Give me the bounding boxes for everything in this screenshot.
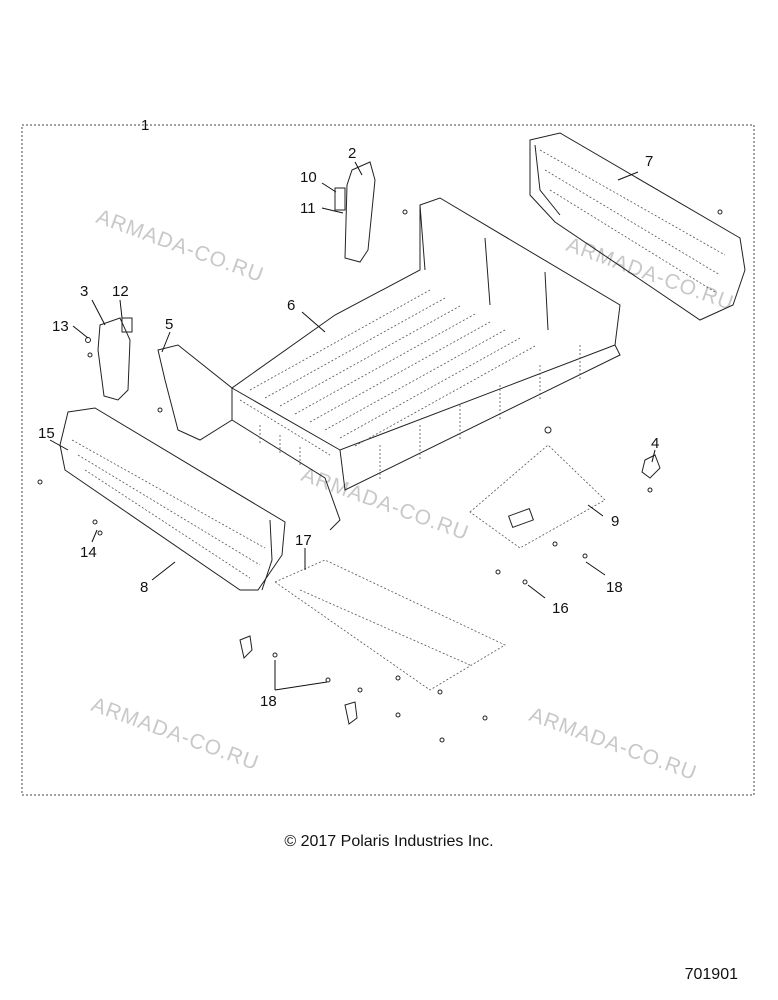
floor-panel-part — [274, 559, 506, 691]
callout-18-right: 18 — [606, 579, 623, 596]
callout-labels: 1 2 10 11 7 6 3 12 13 5 15 4 9 17 14 8 1… — [38, 117, 659, 710]
left-corner-post-part — [85, 317, 133, 401]
callout-3: 3 — [80, 283, 88, 300]
callout-10: 10 — [300, 169, 317, 186]
bed-plate-part — [469, 426, 606, 549]
latch-part — [641, 454, 661, 493]
callout-16: 16 — [552, 600, 569, 617]
callout-5: 5 — [165, 316, 173, 333]
watermark-5: ARMADA-CO.RU — [526, 703, 700, 785]
cargo-box-part — [231, 197, 621, 531]
callout-11: 11 — [300, 200, 316, 217]
callout-17: 17 — [295, 532, 312, 549]
callout-12: 12 — [112, 283, 129, 300]
callout-18-bottom: 18 — [260, 693, 277, 710]
hardware-fasteners — [37, 209, 723, 743]
drawing-number: 701901 — [684, 966, 738, 983]
copyright-notice: © 2017 Polaris Industries Inc. — [284, 833, 494, 850]
rear-wall-part — [529, 132, 746, 321]
front-left-corner-part — [157, 344, 233, 441]
callout-4: 4 — [651, 435, 659, 452]
right-corner-post-part — [334, 161, 376, 263]
callout-2: 2 — [348, 145, 356, 162]
callout-9: 9 — [611, 513, 619, 530]
callout-13: 13 — [52, 318, 69, 335]
watermark-4: ARMADA-CO.RU — [88, 693, 262, 775]
watermark-3: ARMADA-CO.RU — [298, 463, 472, 545]
tailgate-part — [59, 407, 286, 591]
callout-7: 7 — [645, 153, 653, 170]
leader-lines — [49, 161, 656, 691]
callout-15: 15 — [38, 425, 55, 442]
callout-6: 6 — [287, 297, 295, 314]
assembly-boundary — [21, 124, 755, 796]
callout-8: 8 — [140, 579, 148, 596]
watermark-1: ARMADA-CO.RU — [93, 205, 267, 287]
callout-14: 14 — [80, 544, 97, 561]
watermarks: ARMADA-CO.RU ARMADA-CO.RU ARMADA-CO.RU A… — [88, 205, 737, 785]
callout-1: 1 — [141, 117, 149, 134]
